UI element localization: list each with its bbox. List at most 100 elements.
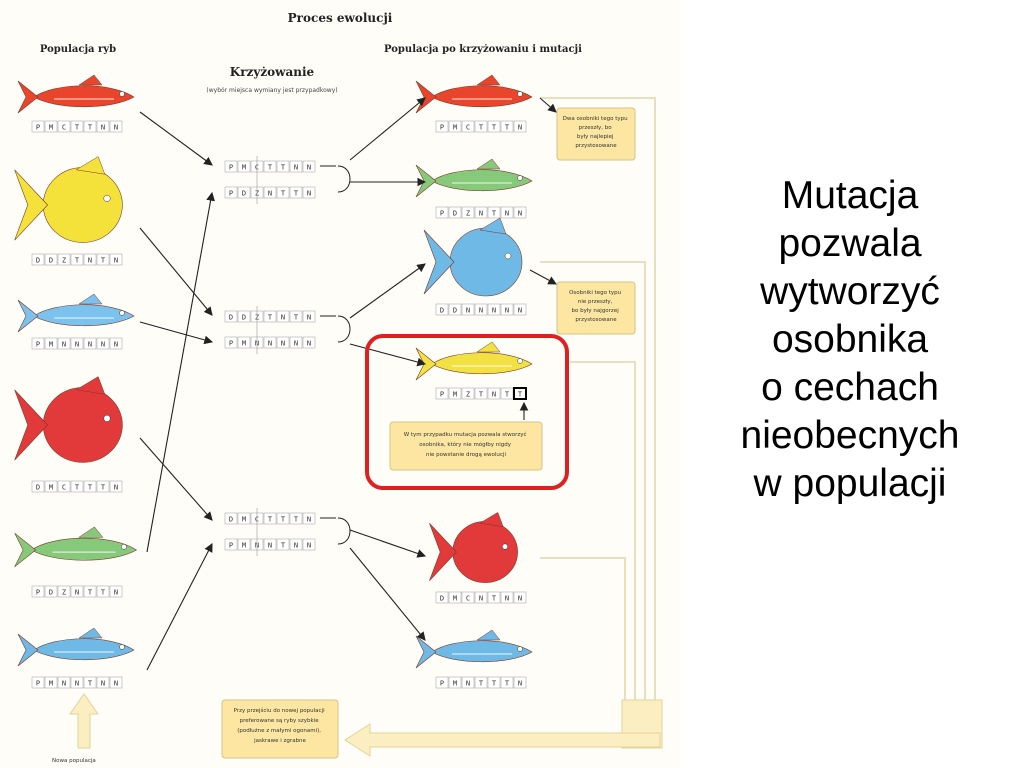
- code-letter: N: [518, 210, 522, 218]
- code-letter: P: [36, 124, 40, 132]
- code-letter: D: [242, 314, 246, 322]
- code-cell: [83, 585, 97, 598]
- code-cell: [96, 480, 110, 493]
- code-cell: [70, 337, 84, 350]
- code-cell: [31, 585, 45, 598]
- note1-line: Dwa osobniki tego typu: [563, 116, 628, 122]
- note4-line: (podłużne z małymi ogonami),: [237, 728, 321, 734]
- fish-body: [431, 85, 533, 108]
- code-cell: [302, 538, 316, 551]
- code-letter: N: [307, 516, 311, 524]
- code-letter: N: [479, 307, 483, 315]
- code-cell: [500, 120, 514, 133]
- code-cell: [109, 676, 123, 689]
- svg-text:Przy przejściu do nowej popula: Przy przejściu do nowej populacji prefer…: [234, 707, 327, 744]
- code-letter: T: [268, 516, 273, 524]
- code-cell: [263, 186, 277, 199]
- code-cell: [513, 676, 527, 689]
- code-cell: [31, 337, 45, 350]
- code-letter: N: [268, 542, 272, 550]
- fish-fin: [479, 217, 507, 235]
- code-cell: [96, 120, 110, 133]
- code-letter: N: [88, 341, 92, 349]
- fish-tail: [17, 633, 39, 667]
- code-letter: N: [281, 314, 285, 322]
- code-letter: N: [88, 257, 92, 265]
- code-cell: [487, 206, 501, 219]
- caption-line: osobnika: [771, 318, 929, 361]
- code-letter: N: [307, 542, 311, 550]
- fish-tail: [17, 80, 39, 114]
- code-letter: D: [453, 210, 457, 218]
- code-letter: N: [294, 340, 298, 348]
- fish-fin: [476, 629, 501, 641]
- code-letter: N: [114, 484, 118, 492]
- code-letter: M: [453, 124, 457, 132]
- code-letter: M: [49, 341, 53, 349]
- code-letter: M: [242, 542, 246, 550]
- note-mutation: W tym przypadku mutacja pozwala stworzyć…: [389, 421, 543, 471]
- code-letter: T: [492, 210, 497, 218]
- code-cell: [487, 591, 501, 604]
- code-cell: [448, 120, 462, 133]
- code-letter: M: [453, 391, 457, 399]
- left-header: Populacja ryb: [40, 44, 116, 55]
- code-cell: [224, 538, 238, 551]
- code-cell: [513, 387, 527, 400]
- code-cell: [487, 676, 501, 689]
- code-letter: D: [36, 484, 40, 492]
- code-letter: T: [281, 516, 286, 524]
- code-cell: [83, 120, 97, 133]
- fish-eye: [517, 646, 523, 652]
- code-letter: P: [36, 341, 40, 349]
- code-cell: [224, 310, 238, 323]
- code-cell: [263, 512, 277, 525]
- code-cell: [474, 206, 488, 219]
- code-cell: [44, 480, 58, 493]
- code-letter: M: [242, 516, 246, 524]
- code-cell: [448, 303, 462, 316]
- code-cell: [500, 303, 514, 316]
- code-cell: [57, 253, 71, 266]
- code-cell: [461, 676, 475, 689]
- code-cell: [44, 676, 58, 689]
- fish-tail: [415, 635, 437, 669]
- code-letter: N: [114, 124, 118, 132]
- code-cell: [435, 387, 449, 400]
- code-cell: [474, 120, 488, 133]
- fish-fin: [77, 526, 104, 538]
- code-cell: [500, 206, 514, 219]
- code-letter: N: [505, 210, 509, 218]
- note2-line: przystosowane: [575, 317, 617, 323]
- diagram-title: Proces ewolucji: [288, 11, 393, 25]
- fish-eye: [517, 358, 523, 364]
- fish-eye: [119, 310, 125, 316]
- note4-line: Przy przejściu do nowej populacji: [234, 707, 325, 714]
- flow-arrow: [146, 191, 215, 553]
- note2-line: Osobniki tego typu: [569, 290, 621, 296]
- code-letter: D: [229, 516, 233, 524]
- fish-eye: [502, 543, 508, 550]
- note1-line: przeszły, bo: [579, 125, 613, 131]
- caption-line: wytworzyć: [760, 270, 940, 313]
- code-letter: C: [62, 124, 66, 132]
- code-cell: [513, 303, 527, 316]
- code-letter: N: [114, 257, 118, 265]
- flow-arrow: [139, 227, 213, 316]
- code-cell: [513, 206, 527, 219]
- note3-line: osobnika, który nie mógłby nigdy: [419, 441, 511, 448]
- code-letter: D: [242, 190, 246, 198]
- evolution-diagram: Proces ewolucji Populacja ryb Populacja …: [14, 11, 663, 764]
- code-letter: T: [505, 680, 510, 688]
- code-letter: T: [268, 164, 273, 172]
- code-cell: [474, 387, 488, 400]
- fish-body: [431, 640, 533, 663]
- code-cell: [302, 512, 316, 525]
- fish-body: [33, 304, 135, 327]
- flow-arrow: [139, 111, 213, 166]
- code-cell: [487, 303, 501, 316]
- code-cell: [31, 120, 45, 133]
- code-cell: [448, 676, 462, 689]
